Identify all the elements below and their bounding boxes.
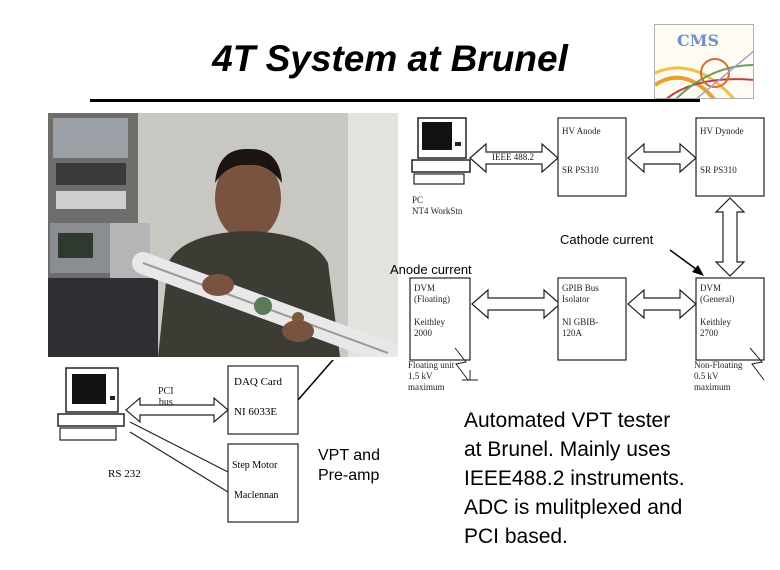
floating-note-1: Floating unit: [408, 360, 455, 370]
vpt-line-1: VPT and: [318, 447, 380, 464]
dvm-general-label: DVM: [700, 283, 722, 293]
rs232-label: RS 232: [108, 468, 141, 480]
dvm-general-model: 2700: [700, 328, 718, 338]
rs232-line-2: [129, 431, 229, 493]
floating-lightning-icon: [454, 347, 469, 381]
cms-logo: CMS: [654, 24, 754, 99]
daq-card-label: DAQ Card: [234, 376, 282, 388]
gpib-label: GPIB Bus: [562, 283, 599, 293]
ni-card-label: NI 6033E: [234, 406, 278, 418]
dvm-floating-brand: Keithley: [414, 317, 445, 327]
gpib-type: Isolator: [562, 294, 590, 304]
gpib-link-arrow-left: [471, 288, 561, 320]
lab-photo-illustration: [48, 113, 398, 357]
hv-link-arrow: [627, 142, 697, 174]
cms-logo-graphic: [655, 50, 753, 98]
cathode-arrow: [669, 249, 701, 273]
vertical-link-arrow: [714, 197, 746, 277]
description-line-5: PCI based.: [464, 525, 568, 548]
dvm-floating-label: DVM: [414, 283, 436, 293]
nonfloating-lightning-icon: [749, 347, 765, 381]
daq-card-box: [227, 365, 299, 435]
daq-pc-icon: [57, 367, 125, 441]
step-motor-box: [227, 443, 299, 523]
gpib-isolator-box: [557, 277, 627, 361]
description-line-4: ADC is mulitplexed and: [464, 496, 683, 519]
dvm-floating-model: 2000: [414, 328, 432, 338]
hv-dynode-model: SR PS310: [700, 165, 737, 175]
instrument-diagram: [409, 117, 765, 381]
step-motor-label: Step Motor: [232, 460, 278, 471]
gpib-brand: NI GBIB-: [562, 317, 599, 327]
description-line-2: at Brunel. Mainly uses: [464, 438, 671, 461]
pci-bus-label: bus: [158, 397, 173, 408]
dvm-floating-box: [409, 277, 471, 361]
hv-anode-label: HV Anode: [562, 126, 601, 136]
gpib-model: 120A: [562, 328, 582, 338]
pc-label: PC: [412, 195, 424, 205]
dvm-general-brand: Keithley: [700, 317, 731, 327]
daq-diagram: [57, 360, 334, 523]
vpt-line-2: Pre-amp: [318, 467, 380, 484]
hv-dynode-label: HV Dynode: [700, 126, 744, 136]
dvm-general-type: (General): [700, 294, 735, 304]
pci-label: PCI: [158, 386, 174, 397]
description-line-3: IEEE488.2 instruments.: [464, 467, 685, 490]
title-divider: [90, 99, 700, 102]
ieee-label: IEEE 488.2: [492, 152, 534, 162]
pc-icon: [411, 117, 471, 185]
nonfloating-note-2: 0.5 kV: [694, 371, 719, 381]
hv-dynode-box: [695, 117, 765, 197]
cathode-current-label: Cathode current: [560, 232, 654, 247]
maclennan-label: Maclennan: [234, 490, 279, 501]
description-text: Automated VPT tester at Brunel. Mainly u…: [464, 406, 764, 551]
dvm-general-box: [695, 277, 765, 361]
nonfloating-note-1: Non-Floating: [694, 360, 743, 370]
anode-current-label: Anode current: [390, 262, 472, 277]
lab-photo: [48, 113, 398, 357]
vpt-pointer-line: [297, 360, 334, 401]
gpib-link-arrow-right: [627, 288, 697, 320]
dvm-floating-type: (Floating): [414, 294, 450, 304]
hv-anode-box: [557, 117, 627, 197]
cms-logo-text: CMS: [677, 31, 719, 50]
vpt-label: VPT and Pre-amp: [318, 446, 380, 486]
slide-title: 4T System at Brunel: [212, 38, 568, 79]
rs232-line-1: [129, 421, 229, 473]
hv-anode-model: SR PS310: [562, 165, 599, 175]
description-line-1: Automated VPT tester: [464, 409, 671, 432]
floating-note-3: maximum: [408, 382, 445, 392]
floating-note-2: 1.5 kV: [408, 371, 433, 381]
pc-os-label: NT4 WorkStn: [412, 206, 463, 216]
nonfloating-note-3: maximum: [694, 382, 731, 392]
pci-bus-arrow: [125, 396, 229, 424]
